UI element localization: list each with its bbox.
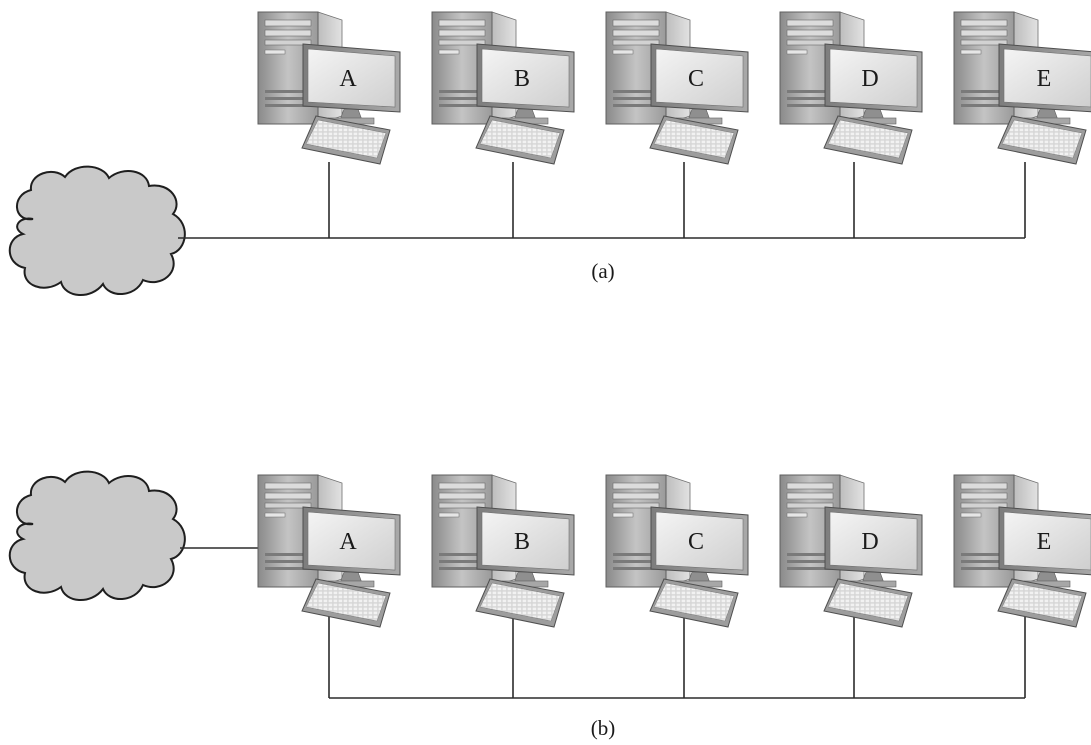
computer-label: B <box>514 529 530 555</box>
computer-label: E <box>1037 529 1052 555</box>
cloud-icon <box>8 470 186 602</box>
panel-caption: (b) <box>591 716 616 740</box>
computer-b: B <box>431 474 575 628</box>
computer-d: D <box>779 11 923 165</box>
computer-c: C <box>605 474 749 628</box>
computer-label: C <box>688 66 704 92</box>
computer-a: A <box>257 11 401 165</box>
computer-b: B <box>431 11 575 165</box>
computer-label: A <box>339 66 357 92</box>
computer-e: E <box>953 11 1091 165</box>
computer-label: E <box>1037 66 1052 92</box>
computer-label: D <box>861 529 878 555</box>
computer-label: D <box>861 66 878 92</box>
cloud-icon <box>8 165 186 297</box>
computer-label: A <box>339 529 357 555</box>
computer-label: C <box>688 529 704 555</box>
bus-line-a <box>178 162 1026 239</box>
panel-a: A B C D E (a) <box>8 11 1091 297</box>
computer-label: B <box>514 66 530 92</box>
computer-d: D <box>779 474 923 628</box>
panel-b: A B C D E (b) <box>8 470 1091 740</box>
computer-a: A <box>257 474 401 628</box>
panel-caption: (a) <box>591 259 614 283</box>
computer-c: C <box>605 11 749 165</box>
computer-e: E <box>953 474 1091 628</box>
bus-line-b <box>328 612 1026 699</box>
